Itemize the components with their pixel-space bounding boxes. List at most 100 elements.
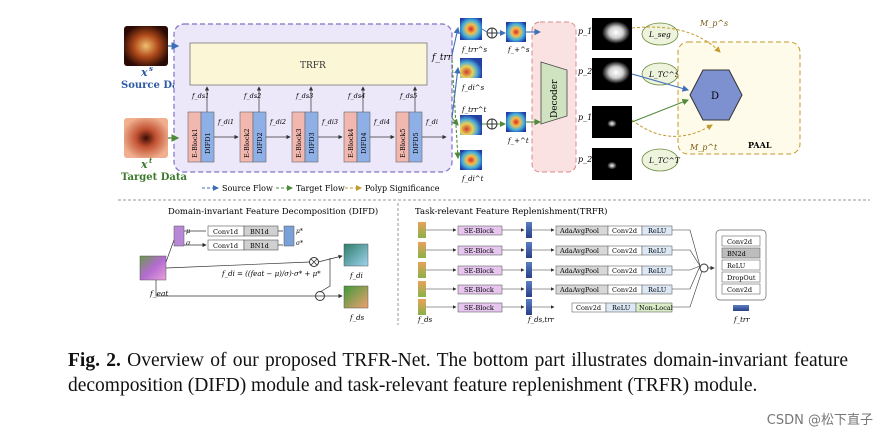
trfr-head-item-4 xyxy=(721,283,761,295)
sigma-star-label: σ* xyxy=(296,240,303,247)
feat-map-fplus-s xyxy=(506,22,526,42)
trfr-mid-feat-3 xyxy=(526,281,532,297)
difd-label-1: DIFD1 xyxy=(204,132,212,154)
trfr-se-label-0: SE-Block xyxy=(464,227,494,235)
trfr-relu-label-3: ReLU xyxy=(648,286,667,294)
fdi-label-2: f_di2 xyxy=(269,118,286,126)
trfr-head-label-4: Conv2d xyxy=(727,286,752,294)
trfr-out-label-bottom: f_trr xyxy=(733,316,750,324)
loss-label-0: L_seg xyxy=(648,30,671,39)
trfr-relu-label-2: ReLU xyxy=(648,267,667,275)
trfr-out-label: f_trr xyxy=(431,53,453,63)
fdi-label-1: f_di1 xyxy=(217,118,234,126)
trfr-output-bar xyxy=(733,305,749,311)
caption-label: Fig. 2. xyxy=(68,350,121,371)
trfr-se-block-4 xyxy=(457,302,503,313)
pred-p2s xyxy=(592,58,632,90)
trfr-se-block-1 xyxy=(457,245,503,256)
paal-label: PAAL xyxy=(748,140,772,150)
feat-map-fdi-t xyxy=(460,115,482,135)
pred-label-p2s: p_2^s xyxy=(578,67,603,76)
trfr-mid-label: f_ds,trr xyxy=(527,316,555,324)
trfr-se-label-3: SE-Block xyxy=(464,286,494,294)
fds-label-4: f_ds4 xyxy=(347,92,365,100)
loss-oval-2 xyxy=(641,148,679,172)
mask-label-mpt: M_p^t xyxy=(689,143,718,152)
difd-fds-label: f_ds xyxy=(349,314,365,322)
trfr-in-feat-1 xyxy=(418,242,426,258)
trfr-conv-label-0: Conv2d xyxy=(612,227,637,235)
fds-label-5: f_ds5 xyxy=(399,92,417,100)
fdi-label-4: f_di4 xyxy=(373,118,390,126)
trfr-se-label-4: SE-Block xyxy=(464,304,494,312)
sigma-label: σ xyxy=(186,239,191,247)
loss-label-2: L_TC^T xyxy=(648,156,681,165)
trfr-mid-feat-2 xyxy=(526,262,532,278)
trfr-head-label-1: BN2d xyxy=(727,250,746,258)
trfr-in-feat-3 xyxy=(418,281,426,297)
trfr-relu-label-0: ReLU xyxy=(648,227,667,235)
trfr-conv-label-4: Conv2d xyxy=(576,304,601,312)
legend-polyp-significance: Polyp Significance xyxy=(365,184,440,193)
trfr-head-item-2 xyxy=(721,259,761,271)
trfr-head-label-2: ReLU xyxy=(727,262,746,270)
pred-label-p2t: p_2^t xyxy=(578,155,603,164)
trfr-relu-label-4: ReLU xyxy=(612,304,631,312)
fds-label-2: f_ds2 xyxy=(243,92,261,100)
difd-conv1d-1-label: Conv1d xyxy=(213,228,238,236)
trfr-se-label-1: SE-Block xyxy=(464,247,494,255)
feat-map-fdi-s xyxy=(460,58,482,78)
trfr-se-block-0 xyxy=(457,225,503,236)
target-var: x xyxy=(140,158,148,171)
difd-bn1d-2-label: BN1d xyxy=(250,242,269,250)
pred-label-p1s: p_1^s xyxy=(578,27,603,36)
feat-label-fdi-s: f_di^s xyxy=(461,84,485,92)
fds-label-1: f_ds1 xyxy=(191,92,209,100)
discriminator-label: D xyxy=(711,91,719,102)
trfr-se-block-3 xyxy=(457,284,503,295)
trfr-relu-1 xyxy=(641,245,673,256)
source-image xyxy=(124,26,168,66)
trfr-se-label-2: SE-Block xyxy=(464,267,494,275)
difd-title: Domain-invariant Feature Decomposition (… xyxy=(168,206,378,217)
difd-label-2: DIFD2 xyxy=(256,132,264,154)
trfr-mid-feat-1 xyxy=(526,242,532,258)
mask-label-mps: M_p^s xyxy=(699,19,728,28)
trfr-in-label: f_ds xyxy=(417,316,433,324)
eblock-label-1: E-Block1 xyxy=(191,128,199,158)
trfr-block xyxy=(189,42,428,86)
difd-conv1d-2-label: Conv1d xyxy=(213,242,238,250)
mu-star-label: μ* xyxy=(296,228,303,235)
source-var-sup: s xyxy=(149,64,153,73)
feat-label-ftrr-t: f_trr^t xyxy=(461,106,486,114)
trfr-conv-label-2: Conv2d xyxy=(612,267,637,275)
trfr-nonlocal xyxy=(635,302,673,313)
eblock-label-4: E-Block4 xyxy=(347,128,355,158)
trfr-relu-label-1: ReLU xyxy=(648,247,667,255)
target-image xyxy=(124,118,168,158)
difd-input-label: f_eat xyxy=(149,289,169,298)
trfr-relu-3 xyxy=(641,284,673,295)
fdi-label-5: f_di xyxy=(425,118,438,126)
target-data-label: Target Data xyxy=(121,172,187,183)
pred-label-p1t: p_1^t xyxy=(578,113,603,122)
decoder-label: Decoder xyxy=(550,79,560,118)
eblock-label-2: E-Block2 xyxy=(243,128,251,158)
trfr-mid-feat-0 xyxy=(526,222,532,238)
trfr-head-label-0: Conv2d xyxy=(727,238,752,246)
difd-fdi-output xyxy=(343,243,369,267)
difd-label-4: DIFD4 xyxy=(360,132,368,154)
trfr-pool-label-1: AdaAvgPool xyxy=(559,247,599,255)
trfr-head-item-0 xyxy=(721,235,761,247)
pred-p1t xyxy=(592,106,632,138)
difd-label-3: DIFD3 xyxy=(308,132,316,154)
trfr-head-label-3: DropOut xyxy=(727,274,756,282)
trfr-pool-label-2: AdaAvgPool xyxy=(559,267,599,275)
trfr-se-block-2 xyxy=(457,265,503,276)
difd-fds-output xyxy=(343,285,369,309)
difd-fdi-label: f_di xyxy=(349,272,363,280)
trfr-relu-2 xyxy=(641,265,673,276)
trfr-in-feat-0 xyxy=(418,222,426,238)
trfr-concat-node xyxy=(699,263,709,273)
legend-target-flow: Target Flow xyxy=(296,184,345,193)
